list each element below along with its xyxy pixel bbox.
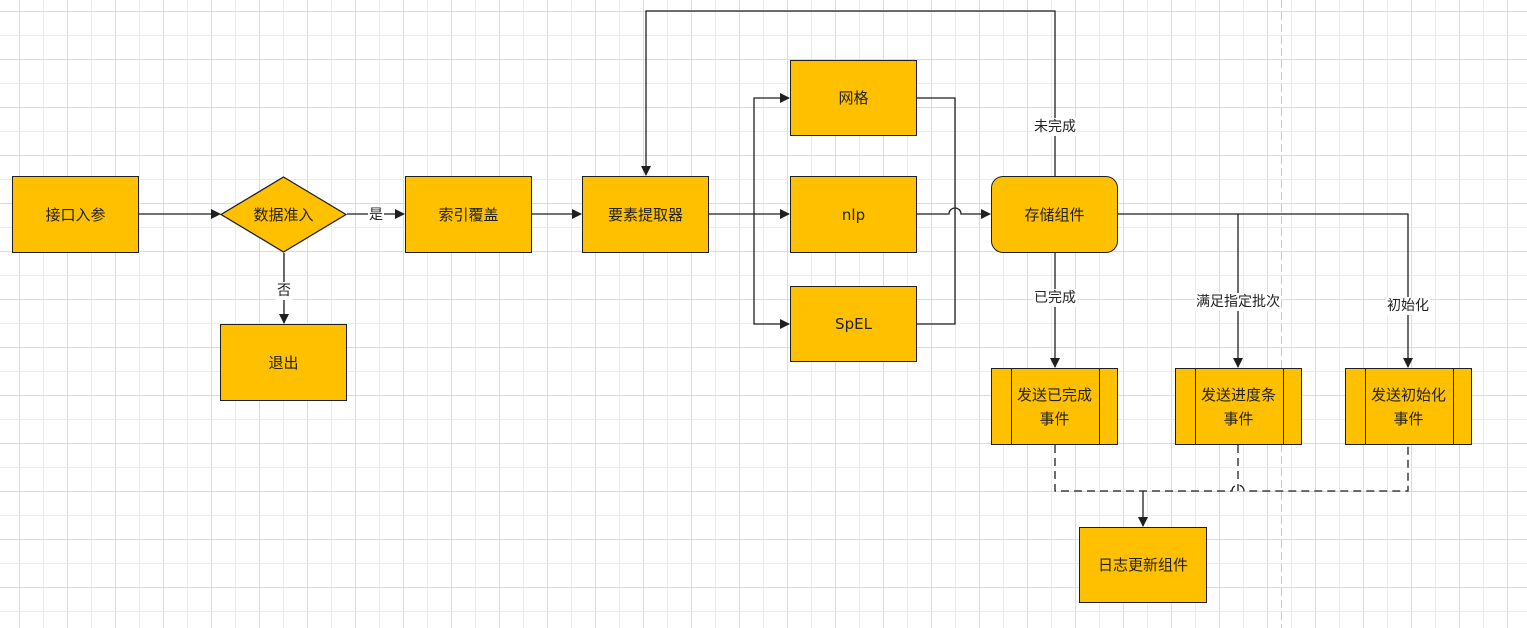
edge-storage-not-done [641, 10, 1056, 176]
node-grid-label: 网格 [838, 89, 869, 107]
node-decision[interactable]: 数据准入 [220, 176, 347, 253]
edge-label-init: 初始化 [1386, 297, 1430, 315]
node-send-done[interactable]: 发送已完成事件 [991, 368, 1118, 445]
node-nlp-label: nlp [841, 205, 866, 224]
node-decision-label: 数据准入 [253, 206, 314, 224]
edge-extractor-to-grid [753, 93, 790, 214]
node-log-update[interactable]: 日志更新组件 [1079, 527, 1207, 603]
node-log-update-label: 日志更新组件 [1097, 556, 1188, 574]
node-input[interactable]: 接口入参 [12, 176, 139, 253]
node-send-progress[interactable]: 发送进度条事件 [1175, 368, 1302, 445]
node-index-label: 索引覆盖 [438, 205, 499, 224]
edge-nlp-to-storage [917, 207, 991, 219]
edge-label-no: 否 [276, 282, 292, 300]
edge-extractor-to-spel [753, 214, 790, 329]
node-storage-label: 存储组件 [1024, 205, 1085, 224]
node-send-progress-label: 发送进度条事件 [1200, 385, 1276, 428]
node-storage[interactable]: 存储组件 [991, 176, 1118, 253]
node-extractor-label: 要素提取器 [607, 205, 683, 224]
edge-label-batch: 满足指定批次 [1195, 293, 1281, 311]
node-send-done-label: 发送已完成事件 [1016, 385, 1092, 428]
node-exit[interactable]: 退出 [220, 324, 347, 401]
node-extractor[interactable]: 要素提取器 [582, 176, 709, 253]
edge-label-done: 已完成 [1033, 289, 1077, 307]
node-grid[interactable]: 网格 [790, 60, 917, 136]
node-exit-label: 退出 [268, 353, 299, 372]
node-send-init-label: 发送初始化事件 [1370, 385, 1446, 428]
node-nlp[interactable]: nlp [790, 176, 917, 253]
node-send-init[interactable]: 发送初始化事件 [1345, 368, 1472, 445]
edge-storage-init [1238, 213, 1413, 368]
edge-dashed-events [1054, 445, 1409, 492]
edge-label-yes: 是 [368, 206, 384, 224]
edge-label-not-done: 未完成 [1033, 118, 1077, 136]
node-input-label: 接口入参 [45, 205, 106, 224]
edge-grid-out [917, 97, 956, 325]
node-spel[interactable]: SpEL [790, 286, 917, 362]
edge-storage-batch [1118, 213, 1243, 368]
diamond-shape [220, 176, 347, 253]
node-spel-label: SpEL [835, 315, 872, 333]
node-index[interactable]: 索引覆盖 [405, 176, 532, 253]
